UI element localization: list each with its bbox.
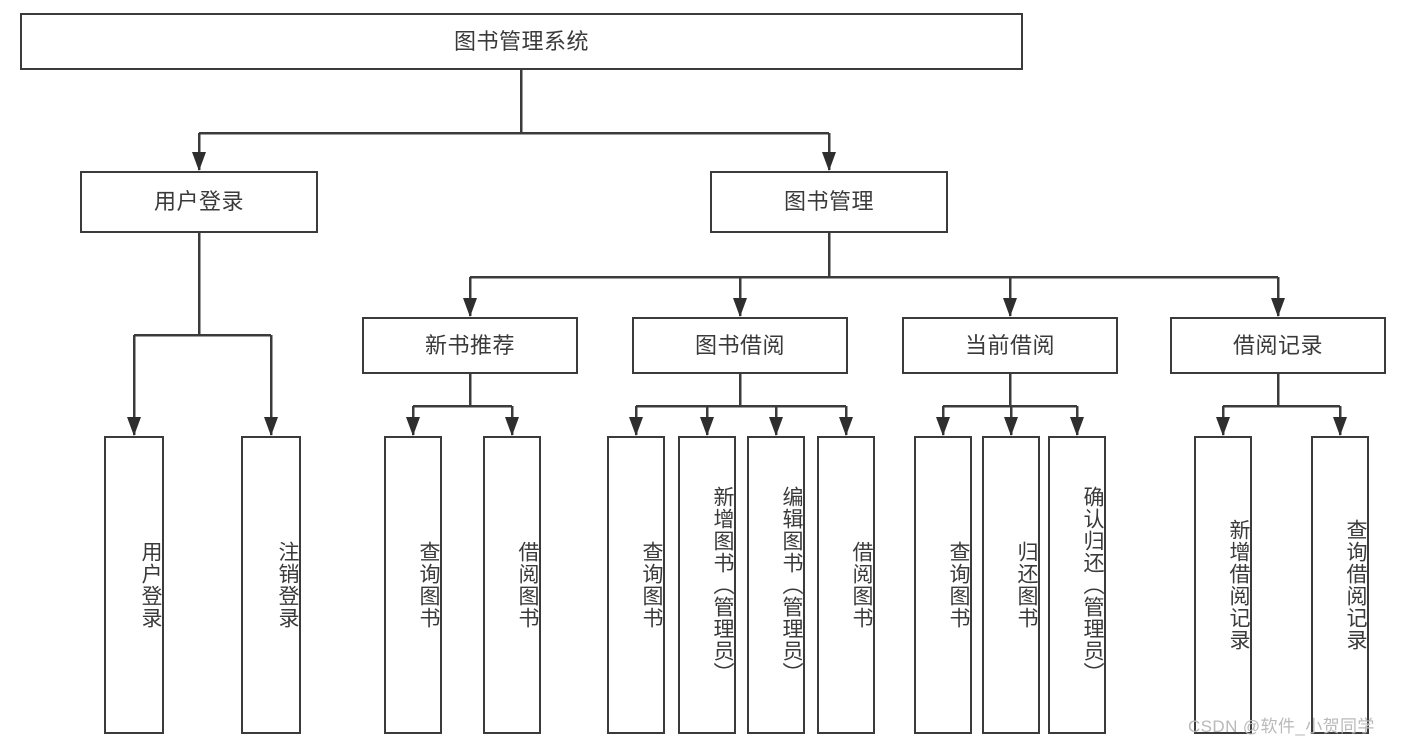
node-label: 借阅图书 <box>850 541 873 629</box>
node-label: 查询借阅记录 <box>1344 519 1367 651</box>
node-leaf-borrow-add-admin[interactable]: 新增图书（管理员） <box>678 436 736 734</box>
node-current-borrow[interactable]: 当前借阅 <box>902 317 1118 374</box>
node-user-login[interactable]: 用户登录 <box>80 171 318 233</box>
node-label: 图书借阅 <box>694 332 785 358</box>
node-label: 归还图书 <box>1015 541 1038 629</box>
node-label: 新书推荐 <box>424 332 515 358</box>
node-label: 新增图书（管理员） <box>711 486 734 684</box>
node-label: 确认归还（管理员） <box>1081 486 1104 684</box>
node-new-book-recommend[interactable]: 新书推荐 <box>362 317 578 374</box>
node-label: 注销登录 <box>276 541 299 629</box>
watermark-text: CSDN @软件_小贺同学 <box>1188 717 1375 736</box>
node-leaf-current-confirm-admin[interactable]: 确认归还（管理员） <box>1048 436 1106 734</box>
node-leaf-borrow-query[interactable]: 查询图书 <box>607 436 665 734</box>
node-label: 图书管理 <box>783 189 874 215</box>
node-borrow-record[interactable]: 借阅记录 <box>1170 317 1386 374</box>
node-label: 用户登录 <box>153 189 244 215</box>
node-label: 借阅图书 <box>516 541 539 629</box>
node-root-system[interactable]: 图书管理系统 <box>20 13 1023 70</box>
node-leaf-current-query[interactable]: 查询图书 <box>914 436 972 734</box>
node-leaf-record-query[interactable]: 查询借阅记录 <box>1311 436 1369 734</box>
node-book-borrow[interactable]: 图书借阅 <box>632 317 848 374</box>
node-leaf-borrow-edit-admin[interactable]: 编辑图书（管理员） <box>747 436 805 734</box>
node-leaf-borrow-borrow[interactable]: 借阅图书 <box>817 436 875 734</box>
node-label: 借阅记录 <box>1232 332 1323 358</box>
node-book-management[interactable]: 图书管理 <box>710 171 948 233</box>
node-label: 编辑图书（管理员） <box>780 486 803 684</box>
node-label: 当前借阅 <box>964 332 1055 358</box>
node-label: 查询图书 <box>417 541 440 629</box>
node-label: 新增借阅记录 <box>1227 519 1250 651</box>
node-leaf-current-return[interactable]: 归还图书 <box>982 436 1040 734</box>
node-leaf-user-logout[interactable]: 注销登录 <box>241 436 301 734</box>
node-label: 查询图书 <box>640 541 663 629</box>
node-label: 图书管理系统 <box>453 28 589 54</box>
node-leaf-newbook-borrow[interactable]: 借阅图书 <box>483 436 541 734</box>
node-leaf-record-add[interactable]: 新增借阅记录 <box>1194 436 1252 734</box>
node-leaf-newbook-query[interactable]: 查询图书 <box>384 436 442 734</box>
node-label: 用户登录 <box>139 541 162 629</box>
node-leaf-user-login[interactable]: 用户登录 <box>104 436 164 734</box>
node-label: 查询图书 <box>947 541 970 629</box>
